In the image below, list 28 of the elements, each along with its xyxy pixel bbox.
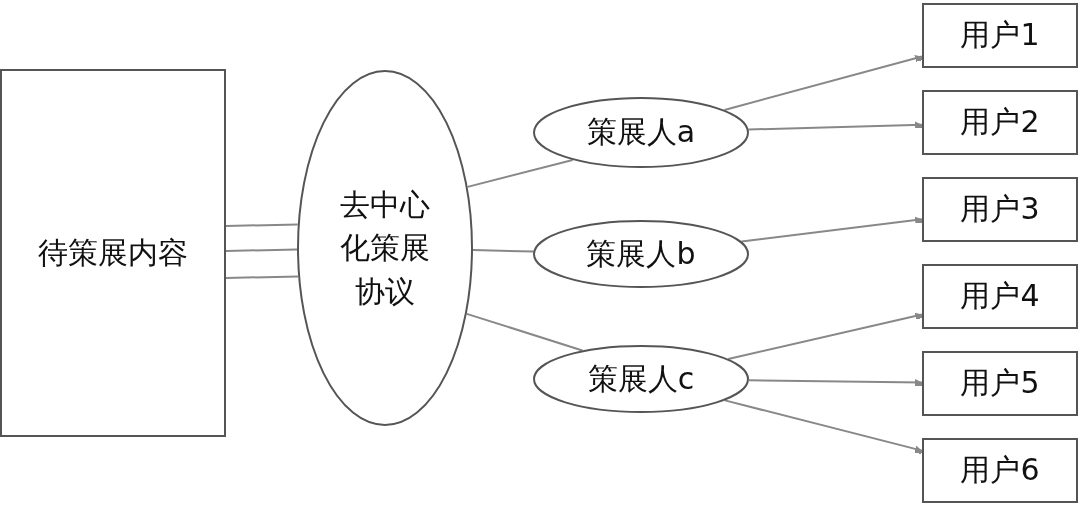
ellipse-node bbox=[533, 220, 749, 288]
connector-line bbox=[225, 248, 298, 252]
connector-line bbox=[466, 159, 574, 188]
ellipse-node bbox=[533, 97, 749, 168]
process-box bbox=[922, 264, 1078, 329]
node-label: 用户3 bbox=[960, 190, 1040, 228]
node-label: 待策展内容 bbox=[38, 233, 188, 272]
node-label: 用户5 bbox=[960, 364, 1040, 402]
node-label: 用户4 bbox=[960, 277, 1040, 315]
process-box bbox=[922, 351, 1078, 416]
connector-line bbox=[465, 312, 584, 352]
node-label: 去中心化策展协议 bbox=[340, 185, 430, 311]
process-box bbox=[922, 90, 1078, 155]
connector-line bbox=[472, 249, 535, 253]
node-label: 策展人c bbox=[587, 359, 695, 398]
node-label: 用户6 bbox=[960, 451, 1040, 489]
ellipse-node bbox=[297, 70, 473, 426]
process-box bbox=[922, 3, 1078, 68]
connector-line bbox=[225, 223, 299, 227]
process-box bbox=[0, 69, 226, 437]
node-label: 策展人a bbox=[586, 113, 696, 151]
node-label: 用户1 bbox=[960, 16, 1040, 54]
process-box bbox=[922, 177, 1078, 242]
node-label: 用户2 bbox=[960, 103, 1040, 141]
node-label: 策展人b bbox=[586, 234, 696, 273]
connector-line bbox=[225, 275, 300, 279]
ellipse-node bbox=[533, 345, 749, 413]
process-box bbox=[922, 438, 1078, 503]
